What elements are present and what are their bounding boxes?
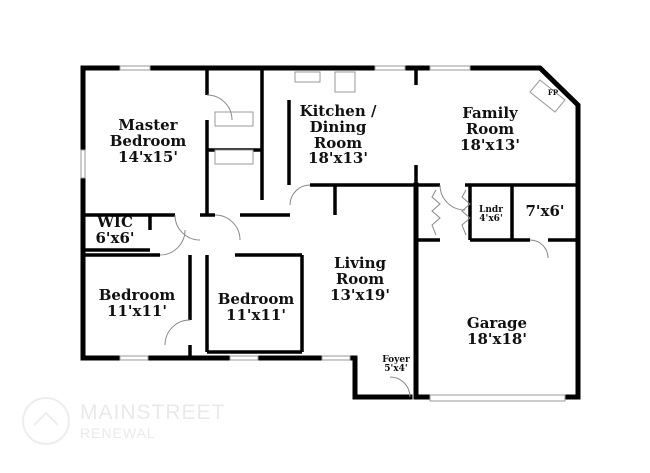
room-closet: 7'x6' [525,202,565,220]
door-swing [159,229,186,256]
garage-door [429,394,566,402]
door-swing [289,184,311,206]
room-living: Living Room 13'x19' [330,254,390,304]
window [119,355,149,361]
logo-house-icon [22,397,70,445]
room-name: Foyer [382,355,410,365]
room-name: Garage [466,314,528,332]
window [80,149,86,179]
room-name: Kitchen / [299,102,377,120]
bathtub [214,149,254,165]
foyer-wall [80,355,413,400]
room-name: Room [313,133,363,152]
room-size: 7'x6' [525,202,565,220]
window [321,355,351,361]
room-family: Family Room 18'x13' [460,104,520,154]
room-master-bedroom: Master Bedroom 14'x15' [109,116,187,166]
window [374,65,406,71]
window [119,65,151,71]
room-foyer: Foyer 5'x4' [382,355,410,375]
room-size: 14'x15' [118,147,178,166]
room-bedroom-1: Bedroom 11'x11' [98,286,176,320]
bathtub [214,111,254,127]
room-name: Lndr [479,205,503,215]
room-name: Living [333,254,387,272]
bifold-door [431,189,441,236]
door-swing [529,239,549,259]
room-garage: Garage 18'x18' [466,314,528,348]
room-size: 13'x19' [330,285,390,304]
room-kitchen-dining: Kitchen / Dining Room 18'x13' [299,102,377,168]
room-size: 18'x13' [308,149,368,168]
room-name: Room [465,119,515,138]
stove [334,71,356,93]
room-size: 6'x6' [95,228,135,247]
room-size: 18'x18' [467,329,527,348]
sink [294,71,321,83]
door-swing [206,94,233,121]
room-size: 5'x4' [384,364,408,375]
room-laundry: Lndr 4'x6' [479,205,503,225]
logo-subtext: RENEWAL [80,425,156,441]
window [229,355,259,361]
room-size: 4'x6' [479,214,503,225]
room-name: Master [118,116,178,134]
door-swing [439,184,466,211]
room-name: WIC [97,213,133,231]
fireplace [529,79,566,113]
bifold-door [461,189,471,236]
room-size: 11'x11' [226,305,286,324]
fireplace-label: FP [547,88,559,97]
room-size: 18'x13' [460,135,520,154]
room-name: Family [462,104,518,122]
room-name: Bedroom [109,131,187,150]
window [429,65,471,71]
watermark-logo: MAINSTREET RENEWAL [20,395,225,447]
door-swing [214,214,241,241]
room-name: Bedroom [98,286,176,304]
room-bedroom-2: Bedroom 11'x11' [217,290,295,324]
room-wic: WIC 6'x6' [95,213,135,247]
room-name: Dining [309,117,367,136]
logo-text: MAINSTREET [80,401,226,424]
room-name: Room [335,269,385,288]
door-swing [389,376,411,398]
room-size: 11'x11' [107,301,167,320]
door-swing [174,214,201,241]
door-swing [164,319,191,346]
room-name: Bedroom [217,290,295,308]
